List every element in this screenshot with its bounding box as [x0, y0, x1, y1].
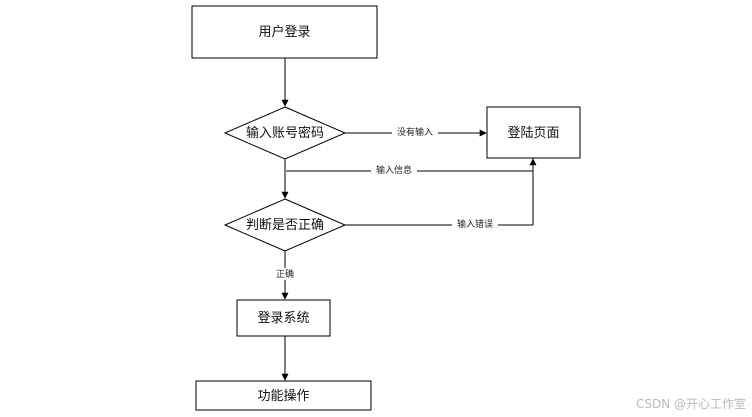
node-feature-operation-label: 功能操作 — [257, 388, 309, 404]
edge-correct-label: 正确 — [276, 268, 294, 280]
node-feature-operation: 功能操作 — [195, 380, 372, 411]
node-input-credentials-label: 输入账号密码 — [246, 125, 324, 141]
csdn-watermark: CSDN @开心工作室 — [635, 397, 746, 411]
edge-input-info: 输入信息 — [286, 158, 534, 176]
node-login-page-label: 登陆页面 — [507, 125, 559, 141]
edge-correct: 正确 — [272, 251, 298, 300]
node-input-credentials: 输入账号密码 — [223, 106, 347, 160]
edge-input-error-label: 输入错误 — [457, 218, 493, 230]
edge-input-info-label: 输入信息 — [376, 164, 412, 176]
edge-no-input-label: 没有输入 — [397, 126, 433, 138]
node-check-correct: 判断是否正确 — [223, 198, 347, 252]
edge-no-input: 没有输入 — [345, 126, 487, 138]
node-login-system: 登录系统 — [236, 299, 331, 337]
node-check-correct-label: 判断是否正确 — [246, 218, 324, 233]
edge-input-error: 输入错误 — [345, 158, 537, 230]
node-login-system-label: 登录系统 — [257, 311, 309, 326]
node-user-login-label: 用户登录 — [258, 24, 310, 40]
node-user-login: 用户登录 — [191, 5, 378, 59]
node-login-page: 登陆页面 — [486, 106, 581, 159]
